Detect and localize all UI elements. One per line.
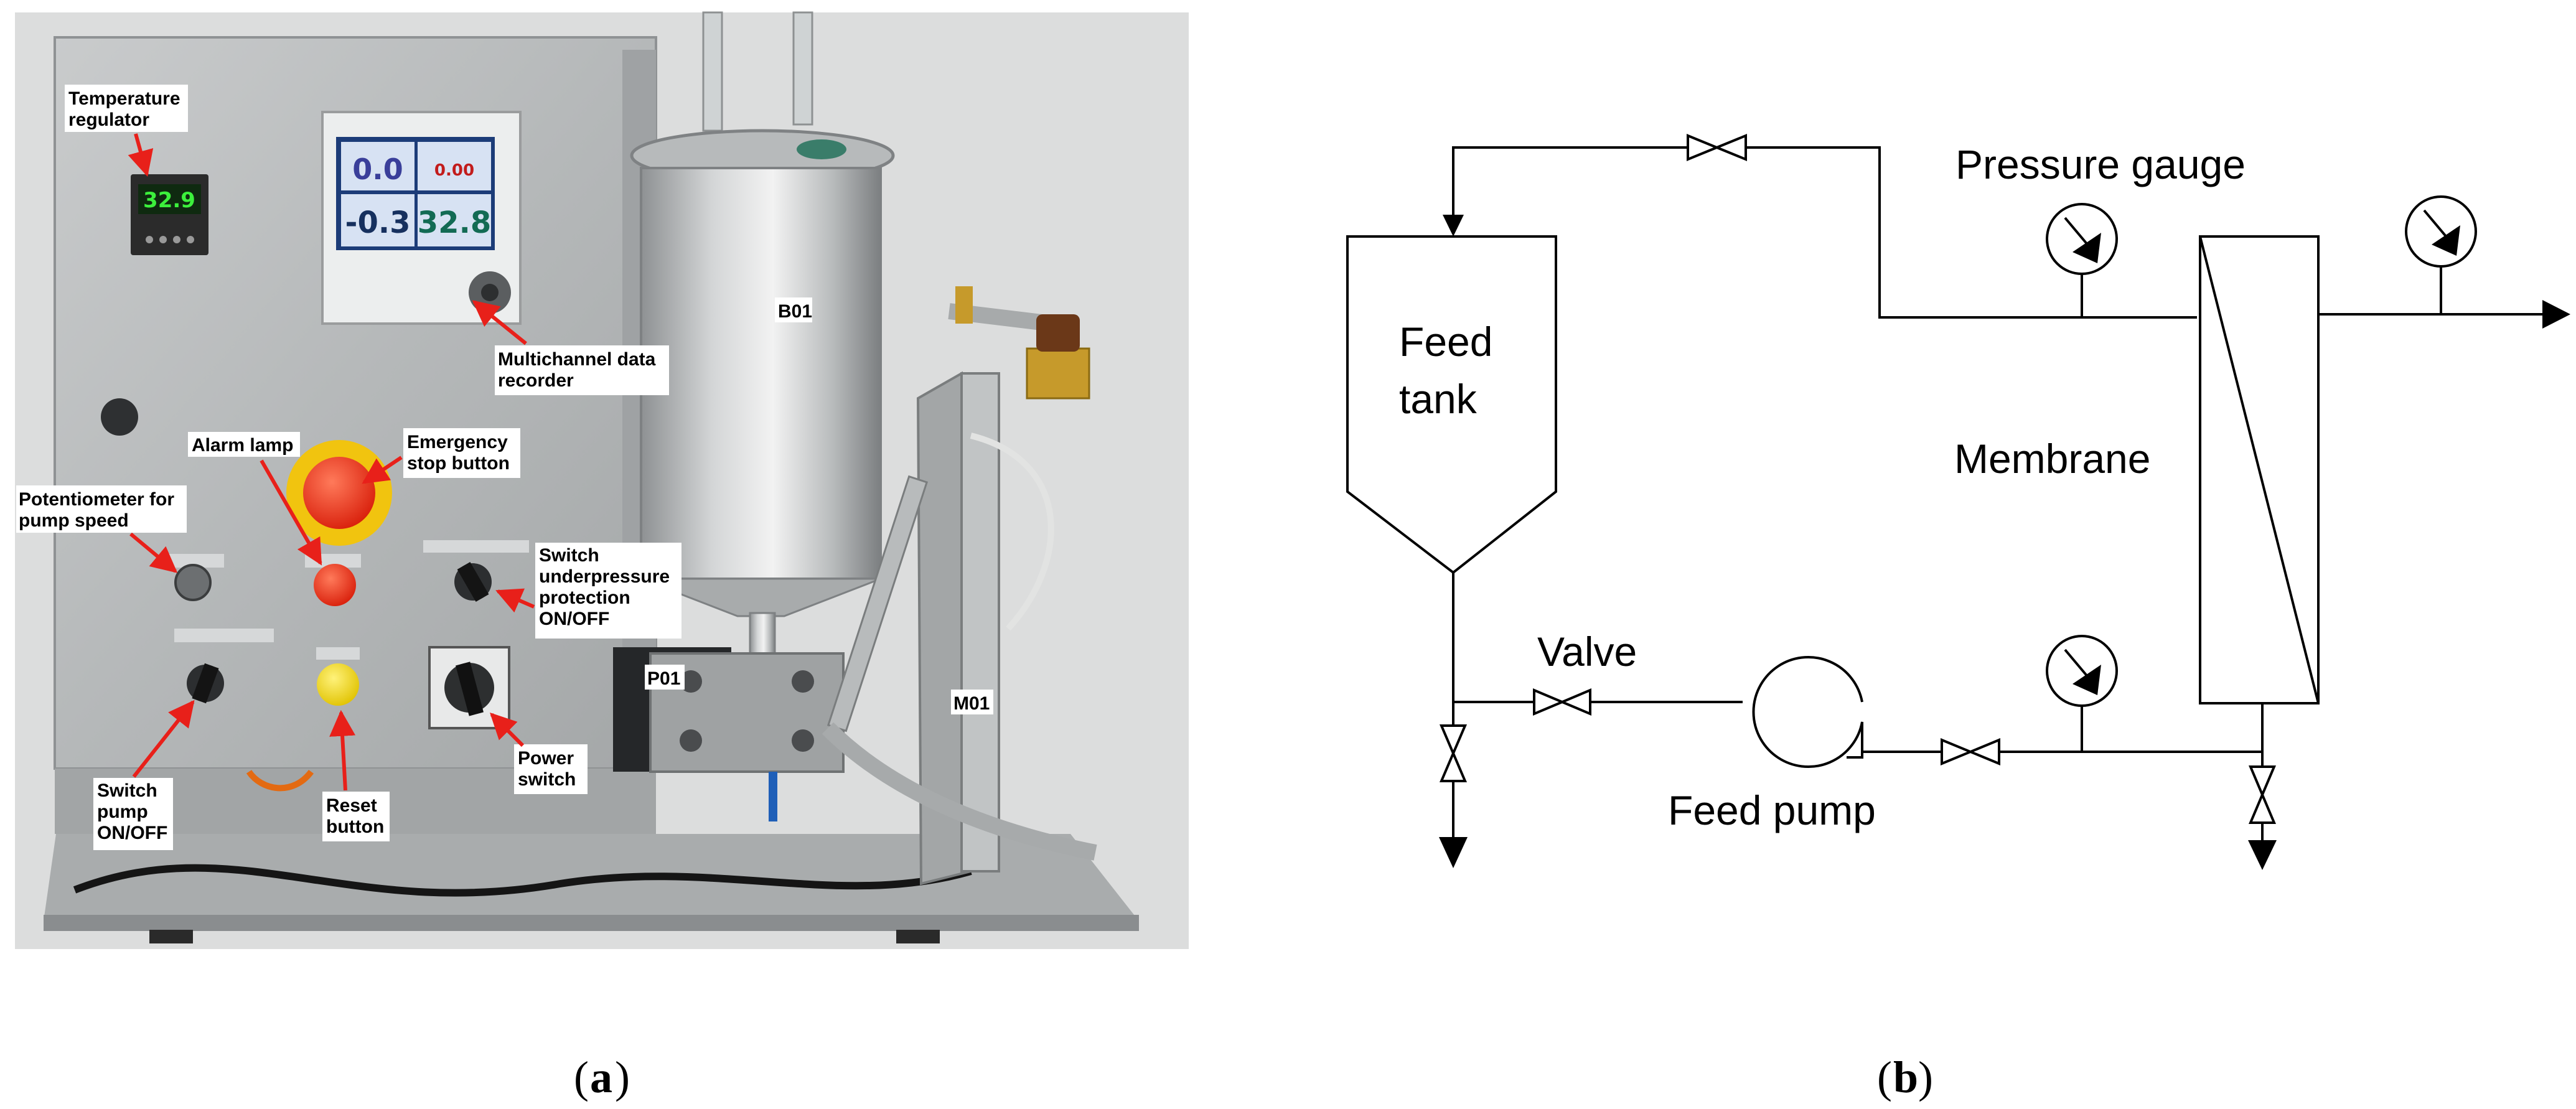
alarm-lamp [314, 564, 356, 606]
data-recorder: 0.0 0.00 -0.3 32.8 [321, 111, 522, 325]
recycle-valve [1687, 134, 1747, 161]
svg-text:Switch: Switch [539, 545, 599, 566]
panel-a-photo: 32.9 0.0 0.00 -0.3 32.8 [15, 11, 1189, 949]
svg-text:): ) [615, 1052, 630, 1102]
drain-arrow-1 [1439, 837, 1468, 868]
svg-text:Emergency: Emergency [407, 432, 508, 452]
callout-emergency-stop: Emergency stop button [362, 428, 520, 484]
label-valve: Valve [1537, 629, 1637, 675]
svg-text:Multichannel data: Multichannel data [498, 349, 656, 370]
panel-b-schematic [1346, 134, 2570, 870]
svg-text:Alarm lamp: Alarm lamp [192, 435, 293, 456]
svg-text:(: ( [1877, 1052, 1892, 1102]
svg-text:): ) [1918, 1052, 1933, 1102]
pressure-gauge-1 [2046, 203, 2118, 317]
membrane-module-m01 [822, 286, 1097, 886]
panel-plug [101, 398, 138, 436]
svg-text:ON/OFF: ON/OFF [97, 823, 167, 843]
permeate-arrow [2542, 300, 2570, 329]
pressure-gauge-2 [2405, 195, 2477, 314]
label-feed-pump: Feed pump [1668, 787, 1876, 833]
potentiometer-knob [174, 564, 212, 601]
drain-valve-1 [1439, 724, 1468, 782]
svg-text:regulator: regulator [68, 110, 149, 130]
callout-b01: B01 [775, 297, 812, 322]
callout-alarm-lamp: Alarm lamp [188, 432, 322, 566]
orange-cable [246, 769, 314, 792]
callout-underpressure: Switch underpressure protection ON/OFF [495, 543, 681, 639]
arrow-into-tank [1443, 215, 1464, 236]
svg-text:stop button: stop button [407, 453, 510, 474]
temperature-regulator: 32.9 [131, 174, 208, 255]
reset-button [317, 663, 359, 706]
panel-a-letter: a [590, 1052, 612, 1102]
panel-b-label: ( b ) [1877, 1052, 1933, 1102]
svg-text:button: button [326, 817, 384, 837]
callout-data-recorder: Multichannel data recorder [472, 300, 669, 395]
reading-2: 0.00 [434, 161, 474, 180]
temp-readout: 32.9 [143, 188, 195, 213]
callout-reset-button: Reset button [322, 709, 390, 841]
callout-pump-switch: Switch pump ON/OFF [93, 700, 195, 850]
panel-a-label: ( a ) [574, 1052, 630, 1102]
label-feed-tank-1: Feed [1399, 319, 1492, 365]
svg-text:Temperature: Temperature [68, 88, 180, 109]
pump-valve [1941, 738, 2000, 765]
svg-text:ON/OFF: ON/OFF [539, 609, 609, 629]
label-feed-tank-2: tank [1399, 376, 1478, 422]
foot-right [896, 930, 940, 943]
svg-text:Power: Power [518, 748, 574, 769]
feed-valve [1533, 688, 1591, 716]
foot-left [149, 930, 193, 943]
svg-text:switch: switch [518, 769, 576, 790]
svg-text:M01: M01 [953, 693, 990, 714]
callout-potentiometer: Potentiometer for pump speed [16, 485, 187, 573]
callout-m01: M01 [951, 690, 993, 714]
svg-text:Switch: Switch [97, 780, 157, 801]
svg-text:Reset: Reset [326, 795, 377, 816]
drain-arrow-2 [2248, 840, 2277, 870]
label-pressure-gauge: Pressure gauge [1955, 141, 2246, 187]
svg-text:underpressure: underpressure [539, 566, 670, 587]
vessel-b01 [630, 11, 895, 757]
svg-text:P01: P01 [647, 668, 680, 689]
base-plate-edge [44, 915, 1139, 931]
feed-tank [1346, 235, 1557, 574]
svg-text:(: ( [574, 1052, 589, 1102]
recycle-line [1452, 146, 1688, 215]
feed-pump [1752, 656, 1863, 768]
svg-text:Potentiometer for: Potentiometer for [19, 489, 174, 510]
drain-valve-2 [2248, 765, 2277, 824]
reading-1: 0.0 [352, 152, 403, 186]
pressure-gauge-3 [2046, 635, 2118, 752]
svg-text:recorder: recorder [498, 370, 574, 391]
svg-text:B01: B01 [778, 301, 812, 322]
svg-text:protection: protection [539, 587, 630, 608]
reading-4: 32.8 [418, 205, 491, 240]
label-membrane: Membrane [1954, 436, 2150, 482]
callout-temperature-regulator: Temperature regulator [65, 85, 188, 177]
black-cable [73, 864, 972, 897]
svg-text:pump: pump [97, 802, 148, 822]
callout-power-switch: Power switch [490, 713, 588, 794]
panel-b-letter: b [1893, 1052, 1918, 1102]
callout-p01: P01 [645, 665, 685, 690]
schematic-labels: Feed tank Pressure gauge Membrane Valve … [1399, 141, 2246, 833]
reading-3: -0.3 [345, 205, 411, 240]
svg-text:pump speed: pump speed [19, 510, 129, 531]
